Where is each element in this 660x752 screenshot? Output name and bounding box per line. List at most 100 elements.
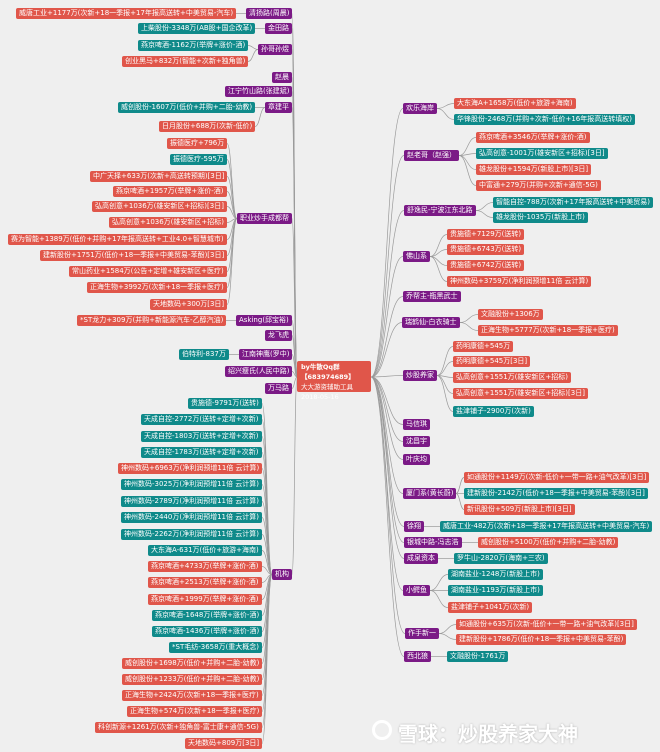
right-group-node[interactable]: 银城中路-冯志浩 (404, 537, 462, 548)
stock-node[interactable]: 燕京啤酒+4733万(举牌+涨价-酒) (148, 561, 262, 572)
left-group-node[interactable]: 孙哥孙煜 (258, 44, 292, 55)
stock-node[interactable]: 盐津铺子+1041万(次新) (448, 602, 533, 613)
stock-node[interactable]: 振德医疗+796万 (167, 138, 228, 149)
stock-node[interactable]: 贵施德+6742万(送转) (447, 260, 525, 271)
stock-node[interactable]: 天成自控-2772万(送转+定增+次新) (141, 414, 262, 425)
stock-node[interactable]: 新讯股份+509万(新股上市)[3日] (464, 504, 575, 515)
right-group-node[interactable]: 炒股养家 (403, 370, 437, 381)
stock-node[interactable]: 大东海A-631万(低价+旅游+海南) (148, 545, 262, 556)
stock-node[interactable]: 威创股份+1233万(低价+并购+二胎-幼教) (122, 674, 263, 685)
stock-node[interactable]: *ST毛纺-3658万(重大概念) (169, 642, 263, 653)
stock-node[interactable]: 正海生物+3992万(次新+18一季报+医疗) (87, 282, 227, 293)
stock-node[interactable]: 弘高创意+1036万(雄安新区+招标)[3日] (92, 201, 227, 212)
stock-node[interactable]: 神州数码-2440万(净利润预增11倍 云计算) (121, 512, 262, 523)
stock-node[interactable]: 正海生物+5777万(次新+18一季报+医疗) (478, 325, 618, 336)
right-group-node[interactable]: 乔帮主-瓶黑武士 (403, 291, 461, 302)
right-group-node[interactable]: 赵老哥（赵强） (404, 150, 459, 161)
left-group-node[interactable]: 绍兴瘦氏(人民中路) (225, 366, 293, 377)
left-group-node[interactable]: 金田路 (265, 23, 292, 34)
stock-node[interactable]: 大东海A+1658万(低价+旅游+海南) (454, 98, 576, 109)
stock-node[interactable]: 贵施德-9791万(送转) (188, 398, 262, 409)
stock-node[interactable]: 伯特利-837万 (179, 349, 229, 360)
stock-node[interactable]: 威创股份+1698万(低价+并购+二胎-幼教) (122, 658, 263, 669)
stock-node[interactable]: 雄龙股份-1035万(新股上市) (493, 212, 588, 223)
stock-node[interactable]: 科创新源+1261万(次新+独角兽-富士康+通信-5G) (95, 722, 262, 733)
left-group-node[interactable]: 龙飞虎 (265, 330, 292, 341)
stock-node[interactable]: 华锋股份-2468万(并购+次新-低价+16年报高送转填权) (454, 114, 635, 125)
stock-node[interactable]: 神州数码+6963万(净利润预增11倍 云计算) (118, 463, 263, 474)
right-group-node[interactable]: 佛山系 (403, 251, 430, 262)
stock-node[interactable]: 弘高创意+1551万(雄安新区+招标)[3日] (453, 388, 588, 399)
stock-node[interactable]: 如通股份+1149万(次新-低价+一带一路+油气改革)[3日] (464, 472, 650, 483)
left-group-node[interactable]: 江南神鹰(罗中) (239, 349, 293, 360)
stock-node[interactable]: 燕京啤酒-1648万(举牌+涨价-酒) (152, 610, 263, 621)
left-group-node[interactable]: Asking(邱宝裕) (236, 315, 292, 326)
stock-node[interactable]: 燕京啤酒+1957万(举牌+涨价-酒) (113, 186, 227, 197)
stock-node[interactable]: 天地数码+300万[3日] (150, 299, 228, 310)
stock-node[interactable]: 威唐工业-482万(次新+18一季报+17年报高送转+中美贸易-汽车) (440, 521, 653, 532)
stock-node[interactable]: 威创股份-1607万(低价+并购+二胎-幼教) (118, 102, 256, 113)
stock-node[interactable]: 威唐工业+1177万(次新+18一季报+17年报高送转+中美贸易-汽车) (16, 8, 237, 19)
stock-node[interactable]: 赛为智能+1389万(低价+并购+17年报高送转+工业4.0+智慧城市) (8, 234, 227, 245)
stock-node[interactable]: 药明康德+545万 (453, 341, 514, 352)
right-group-node[interactable]: 徐翔 (404, 521, 424, 532)
stock-node[interactable]: 药明康德+545万[3日] (453, 356, 531, 367)
stock-node[interactable]: 神州数码+3759万(净利润预增11倍 云计算) (447, 276, 592, 287)
stock-node[interactable]: 雄龙股份+1594万(新股上市)[3日] (476, 164, 592, 175)
stock-node[interactable]: 燕京啤酒+3546万(举牌+涨价-酒) (476, 132, 590, 143)
stock-node[interactable]: 弘高创意-1001万(雄安新区+招标)[3日] (476, 148, 608, 159)
stock-node[interactable]: 中广天择+633万(次新+高送转预期)[3日] (90, 171, 228, 182)
right-group-node[interactable]: 欢乐海岸 (403, 103, 437, 114)
stock-node[interactable]: 文融股份+1306万 (478, 309, 543, 320)
right-group-node[interactable]: 作手新一 (405, 628, 439, 639)
stock-node[interactable]: 建新股份+1751万(低价+18一季报+中美贸易-苯酚)[3日] (40, 250, 228, 261)
right-group-node[interactable]: 叶庆均 (403, 454, 430, 465)
left-group-node[interactable]: 万马路 (265, 383, 292, 394)
stock-node[interactable]: 燕京啤酒+1999万(举牌+涨价-酒) (148, 594, 262, 605)
stock-node[interactable]: 上柴股份-3348万(AB股+国企改革) (138, 23, 256, 34)
center-node[interactable]: by牛散Qq群【683974689】 大大游资辅助工具 2018-05-16 (297, 361, 371, 401)
left-group-node[interactable]: 赵晨 (272, 72, 292, 83)
stock-node[interactable]: 正海生物+2424万(次新+18一季报+医疗) (122, 690, 262, 701)
stock-node[interactable]: 文融股份-1761万 (447, 651, 509, 662)
stock-node[interactable]: 创业黑马+832万(智能+次新+独角兽) (122, 56, 249, 67)
stock-node[interactable]: 建新股份+1786万(低价+18一季报+中美贸易-苯酚) (456, 634, 627, 645)
stock-node[interactable]: 天成自控-1803万(送转+定增+次新) (141, 431, 262, 442)
stock-node[interactable]: 贵施德+6743万(送转) (447, 244, 525, 255)
left-group-node[interactable]: 章建平 (265, 102, 292, 113)
stock-node[interactable]: 湖南盐业-1193万(新股上市) (448, 585, 543, 596)
right-group-node[interactable]: 西北狼 (404, 651, 431, 662)
stock-node[interactable]: 湖南盐业-1248万(新股上市) (448, 569, 543, 580)
right-group-node[interactable]: 舒逸民-宁波江东北路 (404, 205, 476, 216)
stock-node[interactable]: 罗牛山-2820万(海南+三农) (454, 553, 548, 564)
right-group-node[interactable]: 成泉资本 (404, 553, 438, 564)
stock-node[interactable]: *ST龙力+309万(并购+新能源汽车-乙醇汽油) (77, 315, 227, 326)
stock-node[interactable]: 燕京啤酒-1162万(举牌+涨价-酒) (138, 40, 249, 51)
stock-node[interactable]: 日月股份+688万(次新-低价) (159, 121, 256, 132)
right-group-node[interactable]: 马信琪 (403, 419, 430, 430)
right-group-node[interactable]: 小鳄鱼 (403, 585, 430, 596)
stock-node[interactable]: 中富通+279万(并购+次新+通信-5G) (476, 180, 601, 191)
stock-node[interactable]: 燕京啤酒+2513万(举牌+涨价-酒) (148, 577, 262, 588)
left-group-node[interactable]: 机构 (272, 569, 292, 580)
stock-node[interactable]: 振德医疗-595万 (170, 154, 227, 165)
stock-node[interactable]: 盐津铺子-2900万(次新) (453, 406, 534, 417)
left-group-node[interactable]: 江宁竹山路(张建斌) (225, 86, 293, 97)
right-group-node[interactable]: 沈昌宇 (403, 436, 430, 447)
stock-node[interactable]: 天地数码+809万[3日] (185, 738, 263, 749)
left-group-node[interactable]: 职业炒手成都帮 (237, 213, 292, 224)
right-group-node[interactable]: 瑞鹤仙-白衣骑士 (402, 317, 460, 328)
stock-node[interactable]: 建新股份-2142万(低价+18一季报+中美贸易-苯酚)[3日] (464, 488, 648, 499)
stock-node[interactable]: 神州数码-2262万(净利润预增11倍 云计算) (121, 529, 262, 540)
stock-node[interactable]: 贵施德+7129万(送转) (447, 229, 525, 240)
stock-node[interactable]: 神州数码-2789万(净利润预增11倍 云计算) (121, 496, 262, 507)
stock-node[interactable]: 威创股份+5100万(低价+并购+二胎-幼教) (478, 537, 619, 548)
stock-node[interactable]: 如通股份+635万(次新-低价+一带一路+油气改革)[3日] (456, 619, 637, 630)
stock-node[interactable]: 正海生物+574万(次新+18一季报+医疗) (127, 706, 263, 717)
right-group-node[interactable]: 厦门系(黄长蔚) (403, 488, 457, 499)
left-group-node[interactable]: 清扬路(周晨) (246, 8, 293, 19)
stock-node[interactable]: 弘高创意+1551万(雄安新区+招标) (453, 372, 572, 383)
stock-node[interactable]: 天成自控-1783万(送转+定增+次新) (141, 447, 262, 458)
stock-node[interactable]: 弘高创意+1036万(雄安新区+招标) (109, 217, 228, 228)
stock-node[interactable]: 燕京啤酒-1436万(举牌+涨价-酒) (152, 626, 263, 637)
